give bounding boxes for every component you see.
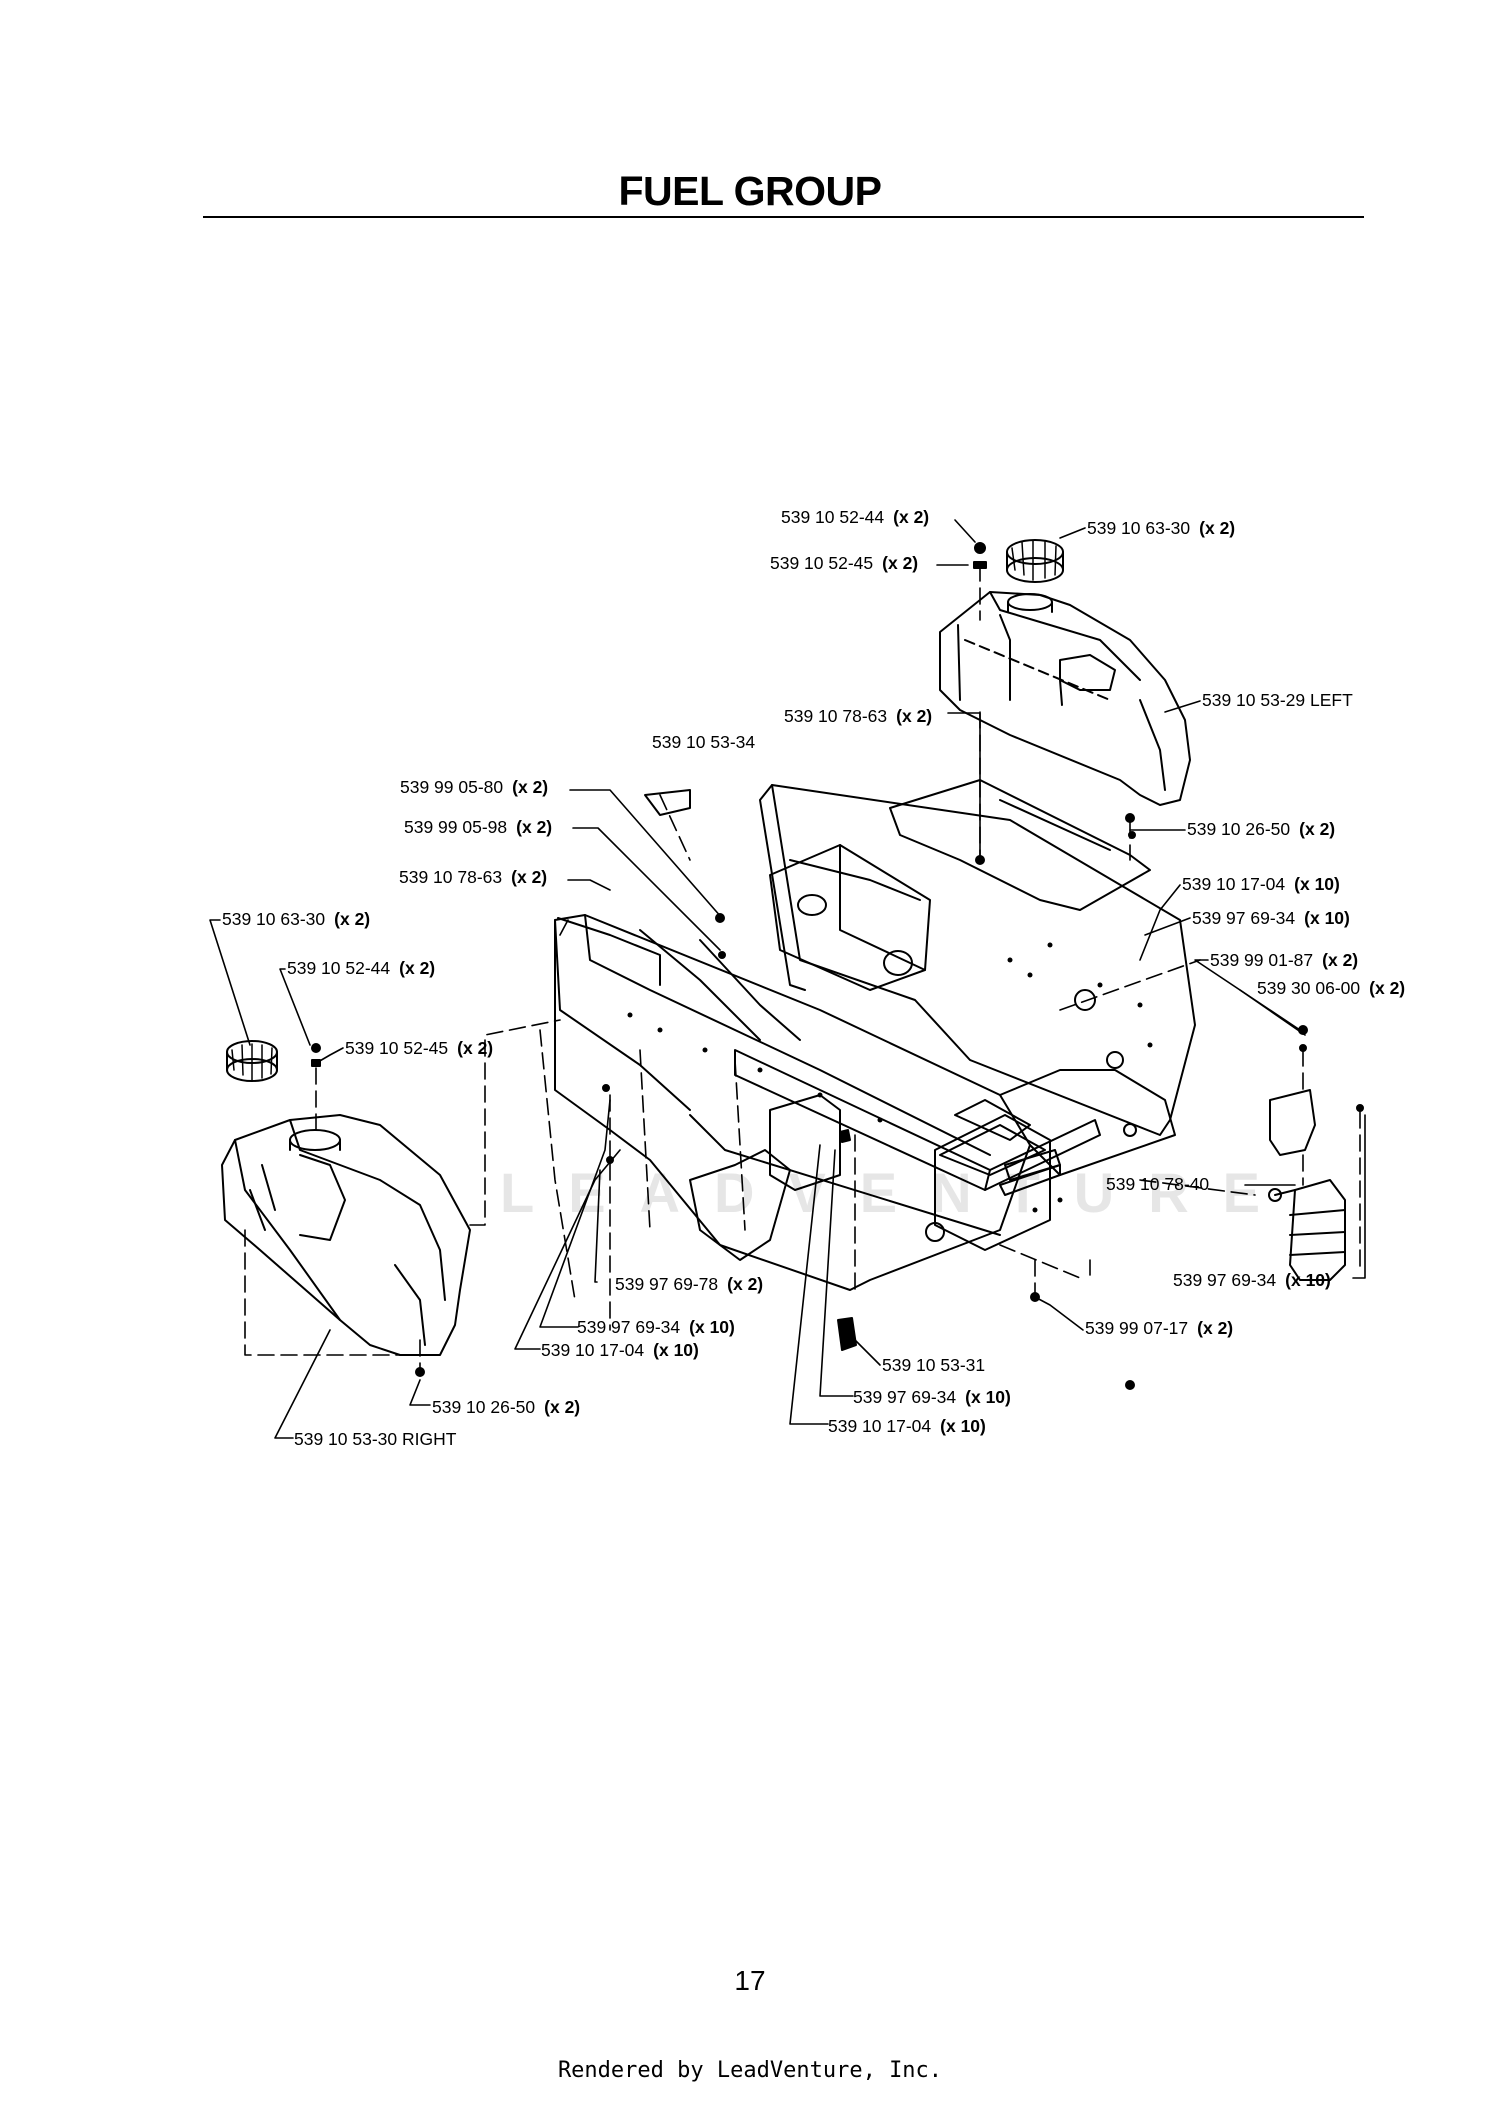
page-number: 17	[734, 1965, 766, 1996]
callout-539-10-52-44-top: 539 10 52-44(x 2)	[781, 507, 930, 527]
fuel-cap-left	[1006, 539, 1064, 583]
callout-539-10-26-50-top: 539 10 26-50(x 2)	[1187, 819, 1336, 839]
leader-lines	[209, 519, 1366, 1439]
callout-539-99-07-17: 539 99 07-17(x 2)	[1085, 1318, 1234, 1338]
callout-539-30-06-00: 539 30 06-00(x 2)	[1257, 978, 1406, 998]
callout-539-10-26-50-bottom: 539 10 26-50(x 2)	[432, 1397, 581, 1417]
callout-539-99-01-87: 539 99 01-87(x 2)	[1210, 950, 1359, 970]
callout-539-10-78-63-top: 539 10 78-63(x 2)	[784, 706, 933, 726]
callout-539-97-69-34-center: 539 97 69-34(x 10)	[577, 1317, 735, 1337]
callout-539-97-69-34-right: 539 97 69-34(x 10)	[1173, 1270, 1331, 1290]
callout-539-10-52-45-top: 539 10 52-45(x 2)	[770, 553, 919, 573]
callout-539-10-78-40: 539 10 78-40	[1106, 1174, 1210, 1194]
fuel-cap-right	[226, 1040, 278, 1082]
fuel-filter	[1268, 1179, 1346, 1281]
callout-539-10-53-31: 539 10 53-31	[882, 1355, 986, 1375]
callout-539-10-17-04-center: 539 10 17-04(x 10)	[541, 1340, 699, 1360]
callout-539-10-63-30-top: 539 10 63-30(x 2)	[1087, 518, 1236, 538]
callout-539-10-63-30-left: 539 10 63-30(x 2)	[222, 909, 371, 929]
callout-539-10-17-04-top: 539 10 17-04(x 10)	[1182, 874, 1340, 894]
fuel-tank-right	[221, 1114, 471, 1356]
assembly-lines	[244, 564, 1361, 1371]
callout-539-10-78-63-left: 539 10 78-63(x 2)	[399, 867, 548, 887]
footer-credit: Rendered by LeadVenture, Inc.	[557, 2058, 943, 2083]
callout-539-97-69-78: 539 97 69-78(x 2)	[615, 1274, 764, 1294]
fuel-tank-left	[939, 591, 1191, 806]
callout-539-99-05-80: 539 99 05-80(x 2)	[400, 777, 549, 797]
title-rule	[203, 216, 1364, 218]
callout-539-99-05-98: 539 99 05-98(x 2)	[404, 817, 553, 837]
callout-539-97-69-34-top: 539 97 69-34(x 10)	[1192, 908, 1350, 928]
callout-539-10-52-44-left: 539 10 52-44(x 2)	[287, 958, 436, 978]
callout-539-10-53-30-right: 539 10 53-30 RIGHT	[294, 1429, 457, 1449]
gasket-plate	[644, 789, 691, 816]
callout-539-97-69-34-bottom: 539 97 69-34(x 10)	[853, 1387, 1011, 1407]
callout-539-10-53-34: 539 10 53-34	[652, 732, 756, 752]
callout-539-10-52-45-left: 539 10 52-45(x 2)	[345, 1038, 494, 1058]
watermark-text: LEADVENTURE	[500, 1161, 1295, 1224]
frame-chassis	[554, 779, 1316, 1291]
hardware-parts	[311, 542, 1364, 1390]
callout-539-10-17-04-bottom: 539 10 17-04(x 10)	[828, 1416, 986, 1436]
callout-539-10-53-29-left: 539 10 53-29 LEFT	[1202, 690, 1353, 710]
page-title: FUEL GROUP	[618, 168, 882, 214]
